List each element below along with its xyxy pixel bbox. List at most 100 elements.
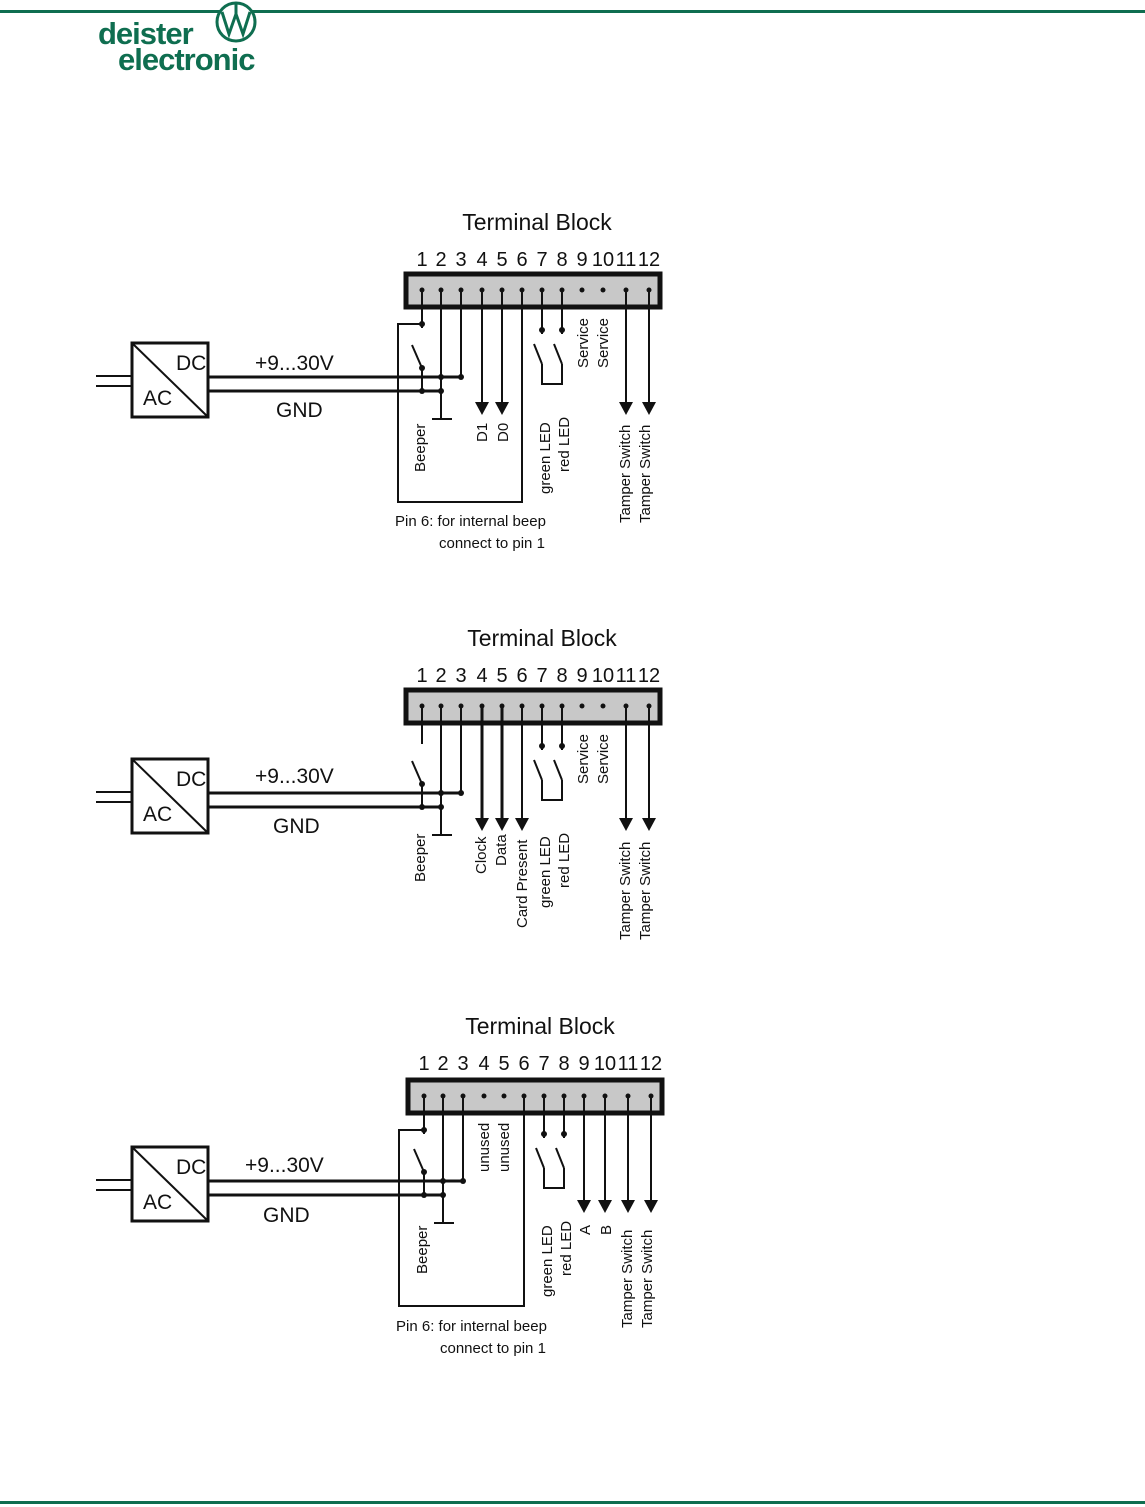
pin-numbers: 1 2 3 4 5 6 7 8 9 10 11 12 <box>418 1053 662 1075</box>
terminal-block-title: Terminal Block <box>465 1013 615 1039</box>
output-arrow-icon <box>642 402 656 415</box>
pin-number: 7 <box>536 665 547 687</box>
footer-rule <box>0 1501 1145 1504</box>
pin-number: 10 <box>592 249 614 271</box>
pin-number: 6 <box>516 249 527 271</box>
red-led-label: red LED <box>558 1221 575 1276</box>
led-switch-icon <box>553 343 563 365</box>
beeper-switch-icon <box>411 344 423 369</box>
led-switch-icon <box>535 1147 545 1169</box>
pin-number: 3 <box>455 665 466 687</box>
beeper-loop-wire <box>397 290 523 503</box>
pin-number: 7 <box>538 1053 549 1075</box>
output-arrow-icon <box>475 818 489 831</box>
logo-text-deister: deister <box>98 16 194 51</box>
beeper-label: Beeper <box>412 834 429 882</box>
logo-text-electronic: electronic <box>118 42 255 77</box>
green-led-label: green LED <box>539 1225 556 1297</box>
output-arrow-icon <box>644 1200 658 1213</box>
power-supply-diagonal <box>131 758 209 834</box>
red-led-label: red LED <box>556 417 573 472</box>
pin-number: 8 <box>556 249 567 271</box>
pin-number: 4 <box>476 249 487 271</box>
supply-voltage-label: +9...30V <box>255 352 334 375</box>
ac-label: AC <box>143 1191 172 1214</box>
power-supply-diagonal <box>131 342 209 418</box>
dc-label: DC <box>176 1156 206 1179</box>
output-arrow-icon <box>619 402 633 415</box>
note-line-1: Pin 6: for internal beep <box>396 1318 547 1335</box>
dc-label: DC <box>176 352 206 375</box>
beeper-switch-icon <box>413 1148 425 1173</box>
tamper-switch-label: Tamper Switch <box>637 842 654 940</box>
pin-numbers: 1 2 3 4 5 6 7 8 9 10 11 12 <box>416 249 660 271</box>
service-label: Service <box>595 734 612 784</box>
pin-number: 7 <box>536 249 547 271</box>
pin-number: 4 <box>476 665 487 687</box>
pin-number: 5 <box>496 249 507 271</box>
beeper-label: Beeper <box>414 1226 431 1274</box>
red-led-label: red LED <box>556 833 573 888</box>
green-led-label: green LED <box>537 836 554 908</box>
led-switch-icon <box>553 759 563 781</box>
pin-number: 11 <box>616 665 637 687</box>
pin-number: 9 <box>578 1053 589 1075</box>
note-line-2: connect to pin 1 <box>439 535 545 552</box>
pin-number: 8 <box>556 665 567 687</box>
led-switch-icon <box>533 343 543 365</box>
note-line-1: Pin 6: for internal beep <box>395 513 546 530</box>
pin-number: 2 <box>437 1053 448 1075</box>
output-arrow-icon <box>577 1200 591 1213</box>
pin-number: 2 <box>435 249 446 271</box>
data-label: Data <box>493 834 510 866</box>
terminal-block <box>403 271 663 310</box>
tamper-switch-label: Tamper Switch <box>617 842 634 940</box>
tamper-switch-label: Tamper Switch <box>619 1230 636 1328</box>
b-label: B <box>598 1225 615 1235</box>
pin-number: 1 <box>416 249 427 271</box>
pin-number: 3 <box>455 249 466 271</box>
pin-number: 10 <box>592 665 614 687</box>
terminal-block <box>405 1077 665 1116</box>
terminal-block-title: Terminal Block <box>467 625 617 651</box>
led-switch-icon <box>533 759 543 781</box>
output-arrow-icon <box>515 818 529 831</box>
gnd-label: GND <box>273 815 320 838</box>
terminal-block-title: Terminal Block <box>462 209 612 235</box>
pin-number: 4 <box>478 1053 489 1075</box>
pin-number: 8 <box>558 1053 569 1075</box>
service-label: Service <box>575 734 592 784</box>
header-rule <box>0 10 1145 13</box>
unused-label: unused <box>496 1123 513 1172</box>
wiring-diagram-3: Terminal Block 1 2 3 4 5 6 7 8 9 10 11 1… <box>96 1013 665 1357</box>
pin-number: 5 <box>496 665 507 687</box>
pin-number: 9 <box>576 665 587 687</box>
service-label: Service <box>575 318 592 368</box>
pin-numbers: 1 2 3 4 5 6 7 8 9 10 11 12 <box>416 665 660 687</box>
gnd-label: GND <box>276 399 323 422</box>
clock-label: Clock <box>473 836 490 874</box>
output-arrow-icon <box>642 818 656 831</box>
pin-number: 12 <box>640 1053 662 1075</box>
logo-emblem-icon <box>215 1 257 43</box>
dc-label: DC <box>176 768 206 791</box>
pin-number: 6 <box>518 1053 529 1075</box>
pin-number: 2 <box>435 665 446 687</box>
ac-label: AC <box>143 387 172 410</box>
pin-number: 6 <box>516 665 527 687</box>
gnd-label: GND <box>263 1204 310 1227</box>
unused-label: unused <box>476 1123 493 1172</box>
tamper-switch-label: Tamper Switch <box>637 425 654 523</box>
pin-number: 10 <box>594 1053 616 1075</box>
wiring-diagram-2: Terminal Block 1 2 3 4 5 6 7 8 9 10 11 1… <box>96 625 663 940</box>
terminal-block <box>403 687 663 726</box>
service-label: Service <box>595 318 612 368</box>
pin-number: 12 <box>638 249 660 271</box>
ac-label: AC <box>143 803 172 826</box>
output-arrow-icon <box>475 402 489 415</box>
beeper-loop-wire <box>398 1096 525 1307</box>
output-arrow-icon <box>621 1200 635 1213</box>
green-led-label: green LED <box>537 422 554 494</box>
d0-label: D0 <box>495 423 512 442</box>
pin-number: 11 <box>618 1053 639 1075</box>
